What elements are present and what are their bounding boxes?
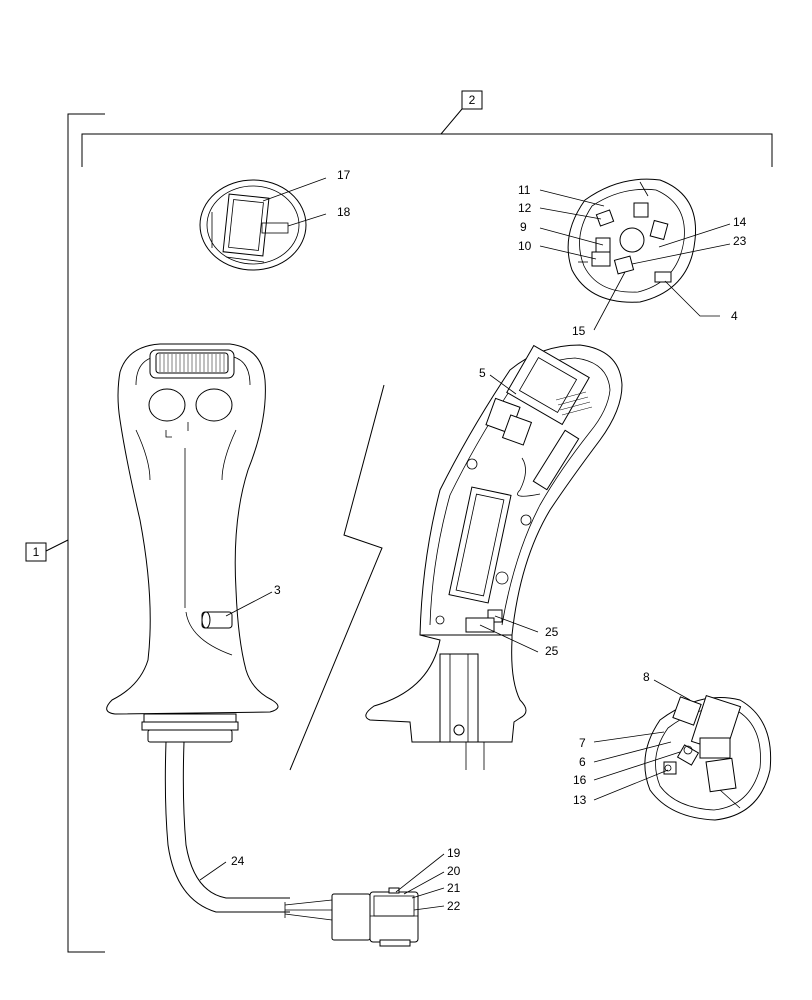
- callout-13: 13: [573, 793, 587, 807]
- callout-labels: 3 4 5 6 7 8 9 10 11 12 13 14 15 16 17 18…: [231, 168, 747, 913]
- callout-9: 9: [520, 220, 527, 234]
- callout-19: 19: [447, 846, 461, 860]
- group-2-label: 2: [469, 93, 476, 107]
- callout-20: 20: [447, 864, 461, 878]
- callout-25b: 25: [545, 644, 559, 658]
- base-detail-bottom-right: [644, 694, 772, 821]
- leader-lines: [199, 177, 731, 911]
- group-2-callout: 2: [461, 90, 483, 110]
- group-1-callout: 1: [25, 542, 47, 562]
- callout-8: 8: [643, 670, 650, 684]
- callout-10: 10: [518, 239, 532, 253]
- callout-11: 11: [518, 183, 531, 197]
- callout-6: 6: [579, 755, 586, 769]
- right-button: [195, 388, 233, 422]
- head-switch-block: [506, 344, 593, 426]
- callout-3: 3: [274, 583, 281, 597]
- thumbwheel: [155, 352, 229, 374]
- joystick-handle: [106, 343, 279, 743]
- callout-12: 12: [518, 201, 532, 215]
- callout-15: 15: [572, 324, 586, 338]
- connector-plug: [331, 887, 419, 947]
- callout-23: 23: [733, 234, 747, 248]
- callout-18: 18: [337, 205, 351, 219]
- callout-22: 22: [447, 899, 461, 913]
- section-break-line: [289, 384, 385, 771]
- callout-16: 16: [573, 773, 587, 787]
- left-button: [148, 388, 186, 422]
- callout-4: 4: [731, 309, 738, 323]
- callout-17: 17: [337, 168, 351, 182]
- callout-5: 5: [479, 366, 486, 380]
- callout-14: 14: [733, 215, 747, 229]
- group-1-label: 1: [33, 545, 40, 559]
- cable-harness: [164, 741, 333, 921]
- handle-cutaway: [365, 344, 623, 770]
- cap-detail-top-left: [199, 179, 307, 271]
- callout-24: 24: [231, 854, 245, 868]
- callout-7: 7: [579, 736, 586, 750]
- callout-21: 21: [447, 881, 461, 895]
- callout-25a: 25: [545, 625, 559, 639]
- group-2-bracket: [81, 108, 773, 167]
- group-1-bracket: [45, 113, 105, 953]
